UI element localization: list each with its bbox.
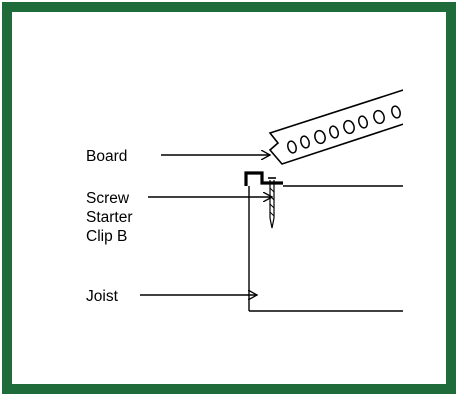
leader-arrows — [140, 155, 272, 295]
diagram-frame — [2, 2, 456, 394]
label-board: Board — [86, 148, 127, 165]
board-holes — [287, 105, 401, 154]
label-clip: Clip B — [86, 228, 127, 245]
joist — [248, 185, 403, 312]
board-outline — [268, 89, 403, 165]
screw — [268, 177, 276, 229]
starter-clip — [244, 171, 283, 186]
label-screw: Screw — [86, 190, 130, 207]
label-starter: Starter — [86, 209, 133, 226]
label-joist: Joist — [86, 288, 119, 305]
board — [268, 89, 403, 165]
